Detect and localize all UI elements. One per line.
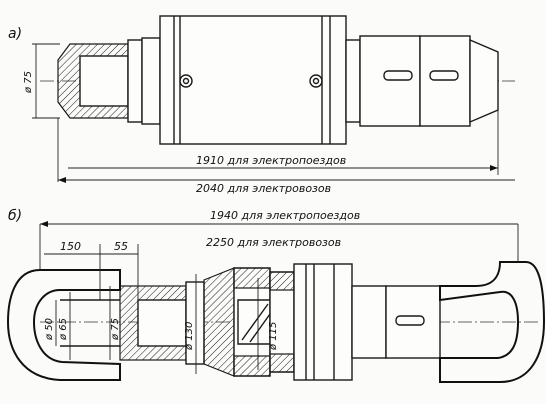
view-a-taper [469, 38, 499, 124]
view-a-cap-bore [79, 55, 129, 107]
view-b-diameter-115: ø 115 [268, 322, 279, 351]
view-a-pin-right [309, 74, 323, 88]
view-a-collar [127, 39, 143, 123]
view-a-diameter-75: ø 75 [23, 71, 34, 94]
view-a-pin-left [179, 74, 193, 88]
view-b-slot [395, 315, 425, 326]
view-a-dim-2040: 2040 для электровозов [196, 182, 331, 195]
view-b-coupler-left [203, 267, 235, 377]
view-b-diameter-130: ø 130 [184, 322, 195, 351]
view-b-shaft [385, 285, 441, 359]
view-b-diameter-50: ø 50 [44, 318, 55, 341]
view-b-left-hook [6, 269, 121, 381]
view-a-slot-2 [429, 70, 459, 81]
view-a-drawing: ø 75 1910 для электропоездов 2040 для эл… [8, 15, 515, 195]
view-a-dim-1910: 1910 для электропоездов [196, 154, 346, 167]
view-a-ring [141, 37, 161, 125]
view-b-right-hook [439, 261, 546, 383]
view-b-drawing: 1940 для электропоездов 2250 для электро… [6, 208, 546, 383]
view-a-shaft [359, 35, 421, 127]
view-a-body [159, 15, 347, 145]
view-a-label: а) [8, 26, 22, 42]
view-b-dim-150: 150 [60, 240, 81, 253]
view-b-diameter-65: ø 65 [58, 318, 69, 341]
view-b-dim-2250: 2250 для электровозов [206, 236, 341, 249]
view-b-dim-55: 55 [114, 240, 128, 253]
view-b-diameter-75: ø 75 [110, 318, 121, 341]
view-b-label: б) [8, 208, 22, 224]
view-a-slot-1 [383, 70, 413, 81]
view-b-dim-1940: 1940 для электропоездов [210, 209, 360, 222]
view-b-body [293, 263, 353, 381]
